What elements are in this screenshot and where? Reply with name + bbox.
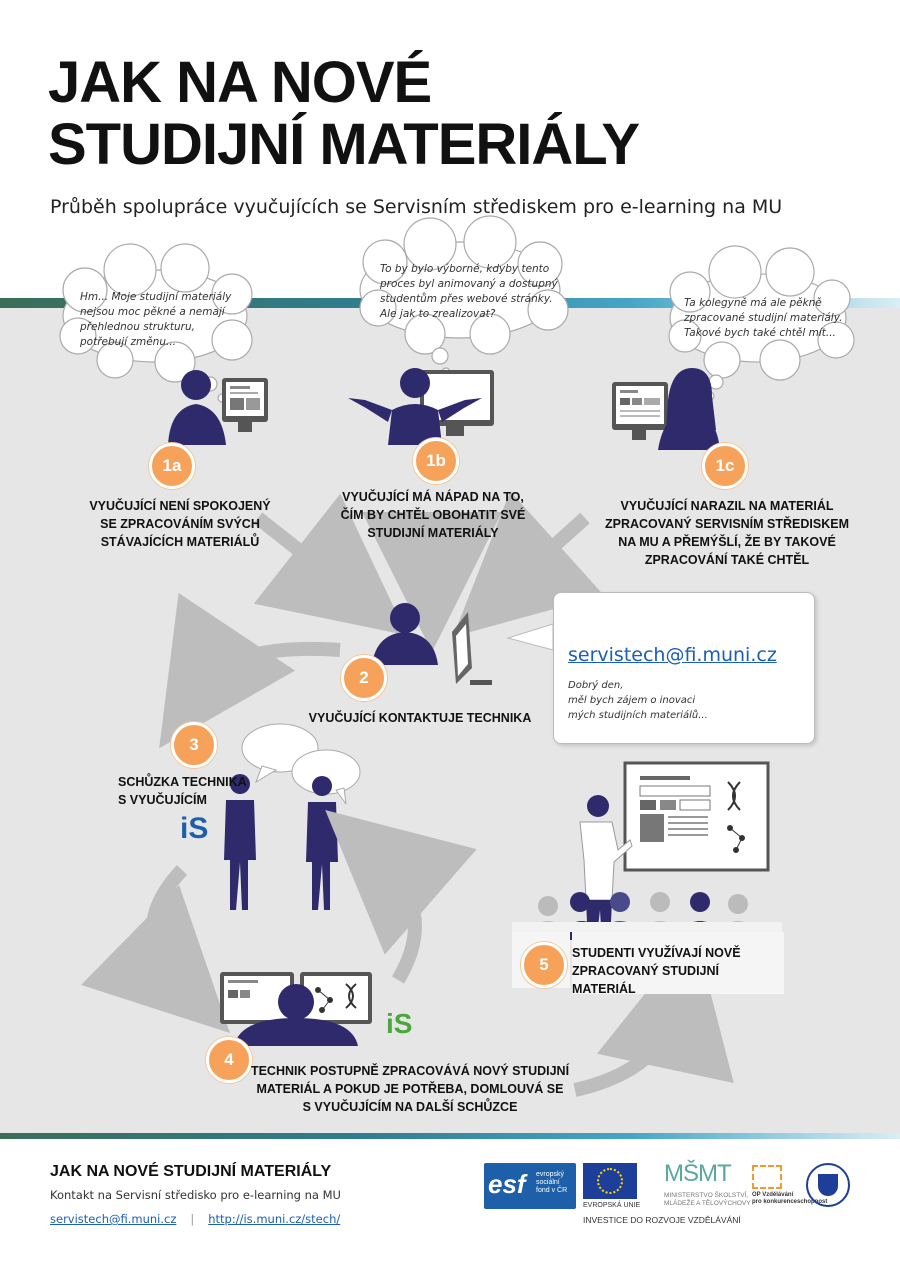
is-logo-icon-2: iS [386,1008,413,1039]
footer-email-link[interactable]: servistech@fi.muni.cz [50,1212,177,1226]
step-badge-1a: 1a [149,443,195,489]
arrow-4-to-3 [325,809,477,984]
thought-text-1b: To by bylo výborné, kdyby tento proces b… [380,263,558,320]
eu-flag-icon [583,1163,637,1199]
title-line-1: JAK NA NOVÉ [48,50,432,115]
thought-cloud-1a [59,243,253,403]
arrow-1a-to-2 [253,493,408,636]
email-address-link[interactable]: servistech@fi.muni.cz [568,644,777,666]
meeting-illustration [224,723,361,910]
arrow-3-to-4 [81,865,230,1034]
step-text-1c: VYUČUJÍCÍ NARAZIL NA MATERIÁL ZPRACOVANÝ… [604,499,849,567]
arrow-2-to-3 [159,592,341,749]
msmt-logo: MŠMT [664,1160,732,1187]
footer-separator: | [190,1212,195,1226]
teacher-1a-illustration [168,370,268,445]
masaryk-university-seal-icon [806,1163,850,1207]
technician-4-illustration [220,972,372,1046]
eu-logo-text: EVROPSKÁ UNIE [583,1202,641,1209]
step-badge-1b: 1b [413,438,459,484]
step-text-3: SCHŮZKA TECHNIKA S VYUČUJÍCÍM [118,775,247,807]
teacher-2-illustration [372,603,492,685]
page-title: JAK NA NOVÉ STUDIJNÍ MATERIÁLY [48,50,640,177]
title-line-2: STUDIJNÍ MATERIÁLY [48,112,640,177]
page-subtitle: Průběh spolupráce vyučujících se Servisn… [50,196,783,218]
teacher-1b-illustration [348,368,494,445]
step-badge-4: 4 [206,1037,252,1083]
esf-logo: esf evropský sociální fond v ČR [484,1163,576,1209]
footer-subtitle: Kontakt na Servisní středisko pro e-lear… [50,1188,341,1202]
step-text-1a: VYUČUJÍCÍ NENÍ SPOKOJENÝ SE ZPRACOVÁNÍM … [89,499,271,549]
step-text-2: VYUČUJÍCÍ KONTAKTUJE TECHNIKA [308,711,532,725]
gradient-strip-bottom [0,1133,900,1139]
footer-web-link[interactable]: http://is.muni.cz/stech/ [208,1212,341,1226]
step-badge-5: 5 [521,942,567,988]
op-vk-logo-icon [752,1165,782,1189]
teacher-1c-illustration [612,368,720,450]
step-text-5: STUDENTI VYUŽÍVAJÍ NOVĚ ZPRACOVANÝ STUDI… [572,946,741,996]
footer-title: JAK NA NOVÉ STUDIJNÍ MATERIÁLY [50,1163,332,1180]
thought-cloud-1c [668,245,855,401]
step-badge-1c: 1c [702,443,748,489]
is-logo-icon: iS [180,812,209,845]
arrow-1c-to-2 [452,491,604,637]
step-badge-3: 3 [171,722,217,768]
step-text-1b: VYUČUJÍCÍ MÁ NÁPAD NA TO, ČÍM BY CHTĚL O… [340,490,526,540]
step-badge-2: 2 [341,655,387,701]
thought-text-1a: Hm... Moje studijní materiály nejsou moc… [80,291,232,348]
step-text-4: TECHNIK POSTUPNĚ ZPRACOVÁVÁ NOVÝ STUDIJN… [250,1064,570,1114]
email-bubble-pointer [506,623,554,651]
thought-text-1c: Ta kolegyně má ale pěkně zpracované stud… [684,297,843,339]
email-bubble [553,592,815,744]
email-body-text: Dobrý den, měl bych zájem o inovaci mých… [568,680,708,721]
msmt-logo-text: MINISTERSTVO ŠKOLSTVÍ, MLÁDEŽE A TĚLOVÝC… [664,1192,751,1207]
investice-text: INVESTICE DO ROZVOJE VZDĚLÁVÁNÍ [583,1215,741,1225]
arrow-4-to-5 [573,931,734,1097]
op-vk-logo-text: OP Vzdělávání pro konkurenceschopnost [752,1192,828,1205]
footer-links: servistech@fi.muni.cz | http://is.muni.cz/… [50,1212,340,1226]
